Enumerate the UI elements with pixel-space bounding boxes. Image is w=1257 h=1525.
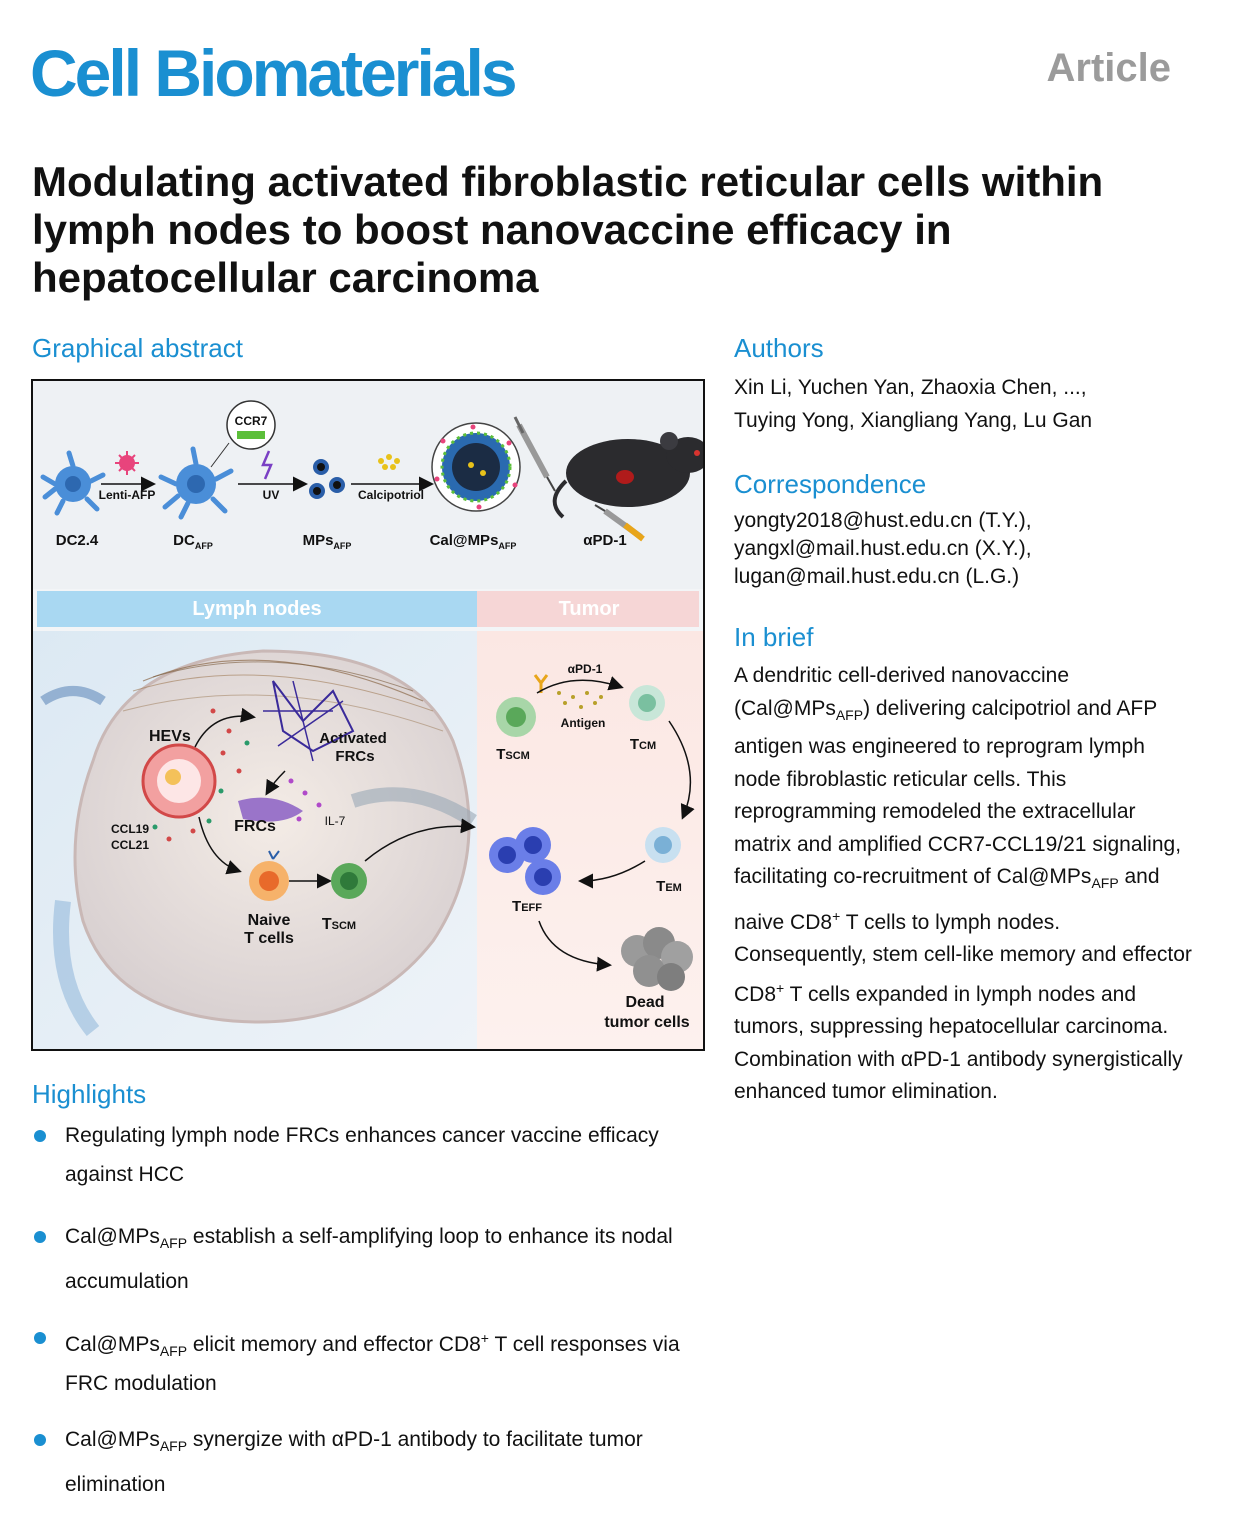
dc24-cell-icon [40, 450, 106, 516]
tumor-cells-label: tumor cells [604, 1014, 689, 1031]
apd1-top-label: αPD-1 [583, 532, 626, 549]
email-link[interactable]: yongty2018@hust.edu.cn (T.Y.), [734, 509, 1032, 532]
antigen-label: Antigen [561, 716, 606, 730]
email-link[interactable]: yangxl@mail.hust.edu.cn (X.Y.), [734, 537, 1032, 560]
highlight-item: Cal@MPsAFP synergize with αPD-1 antibody… [32, 1424, 712, 1501]
frcs-label: FRCs [234, 818, 276, 835]
graphical-abstract-heading: Graphical abstract [32, 333, 243, 363]
mouse-icon [552, 432, 703, 519]
syringe-icon [513, 416, 556, 492]
calcipotriol-dots-icon [378, 454, 400, 470]
dc-afp-label: DCAFP [173, 532, 213, 551]
t-cells-label: T cells [244, 930, 294, 947]
highlight-item: Cal@MPsAFP elicit memory and effector CD… [32, 1322, 712, 1399]
tumor-band [477, 591, 699, 627]
in-brief-heading: In brief [734, 622, 814, 652]
hevs-label: HEVs [149, 728, 191, 745]
bullet-dot-icon [34, 1130, 46, 1142]
apd1-tumor-label: αPD-1 [568, 662, 603, 676]
teff-cells-icon [489, 827, 561, 895]
hev-vessel-icon [141, 743, 217, 819]
graphical-abstract-figure: Lenti-AFP CCR7 UV Calci [31, 379, 705, 1051]
naive-label: Naive [248, 912, 291, 929]
article-type-label: Article [1046, 46, 1172, 90]
highlight-item: Regulating lymph node FRCs enhances canc… [32, 1120, 712, 1197]
highlights-list: Regulating lymph node FRCs enhances canc… [32, 1120, 712, 1525]
dc24-label: DC2.4 [56, 532, 99, 549]
dead-tumor-cells-icon [621, 927, 693, 991]
il7-label: IL-7 [325, 814, 346, 828]
activated-frcs-icon [263, 680, 355, 762]
tumor-band-label: Tumor [559, 598, 620, 620]
teff-label: TEFF [512, 898, 542, 915]
calcipotriol-label: Calcipotriol [358, 488, 424, 502]
mps-afp-label: MPsAFP [303, 532, 352, 551]
authors-line: Tuying Yong, Xiangliang Yang, Lu Gan [734, 408, 1093, 432]
tscm-tumor-cell-icon [496, 697, 536, 737]
highlights-heading: Highlights [32, 1079, 147, 1109]
tscm-tumor-label: TSCM [496, 746, 530, 763]
naive-t-cell-icon [249, 850, 289, 901]
dead-label: Dead [625, 994, 664, 1011]
highlight-item: Cal@MPsAFP establish a self-amplifying l… [32, 1221, 712, 1298]
uv-lightning-icon [261, 450, 273, 480]
authors-list: Xin Li, Yuchen Yan, Zhaoxia Chen, ..., T… [734, 372, 1204, 437]
bullet-dot-icon [34, 1332, 46, 1345]
lymph-node-illustration [40, 649, 477, 1036]
tscm-node-cell-icon [331, 863, 367, 899]
ccl21-label: CCL21 [111, 838, 149, 852]
in-brief-text: A dendritic cell-derived nanovaccine (Ca… [734, 664, 1192, 1104]
bullet-dot-icon [34, 1231, 46, 1244]
tcm-cell-icon [629, 685, 665, 721]
mps-particles-icon [309, 459, 345, 499]
antigen-dots [557, 691, 603, 709]
ccl19-label: CCL19 [111, 822, 149, 836]
apd1-syringe-icon [594, 504, 645, 542]
tem-label: TEM [656, 878, 682, 895]
uv-label: UV [263, 488, 280, 502]
journal-logo: Cell Biomaterials [30, 36, 518, 110]
bullet-dot-icon [34, 1433, 46, 1446]
svg-text:CCR7: CCR7 [235, 414, 268, 428]
cal-mps-afp-label: Cal@MPsAFP [430, 532, 517, 551]
tcm-label: TCM [630, 736, 656, 753]
article-title: Modulating activated fibroblastic reticu… [32, 158, 1104, 301]
frc-cell-icon [238, 797, 303, 822]
tscm-node-label: TSCM [322, 916, 356, 933]
lymph-nodes-band [37, 591, 477, 627]
dc-afp-cell-icon [158, 446, 234, 520]
cal-mps-particle-icon [431, 422, 521, 512]
email-link[interactable]: lugan@mail.hust.edu.cn (L.G.) [734, 565, 1020, 588]
authors-line: Xin Li, Yuchen Yan, Zhaoxia Chen, ..., [734, 376, 1087, 399]
authors-heading: Authors [734, 333, 824, 363]
lymph-nodes-band-label: Lymph nodes [192, 598, 321, 620]
activated-label: Activated [319, 730, 387, 747]
lenti-afp-label: Lenti-AFP [99, 488, 156, 502]
lentivirus-icon [115, 451, 139, 475]
chemokine-dots [152, 708, 322, 842]
tem-cell-icon [645, 827, 681, 863]
correspondence-heading: Correspondence [734, 469, 927, 499]
ccr7-receptor-icon: CCR7 [210, 400, 276, 468]
correspondence-list: yongty2018@hust.edu.cn (T.Y.), yangxl@ma… [734, 507, 1204, 591]
activated-frcs-label: FRCs [335, 748, 374, 765]
